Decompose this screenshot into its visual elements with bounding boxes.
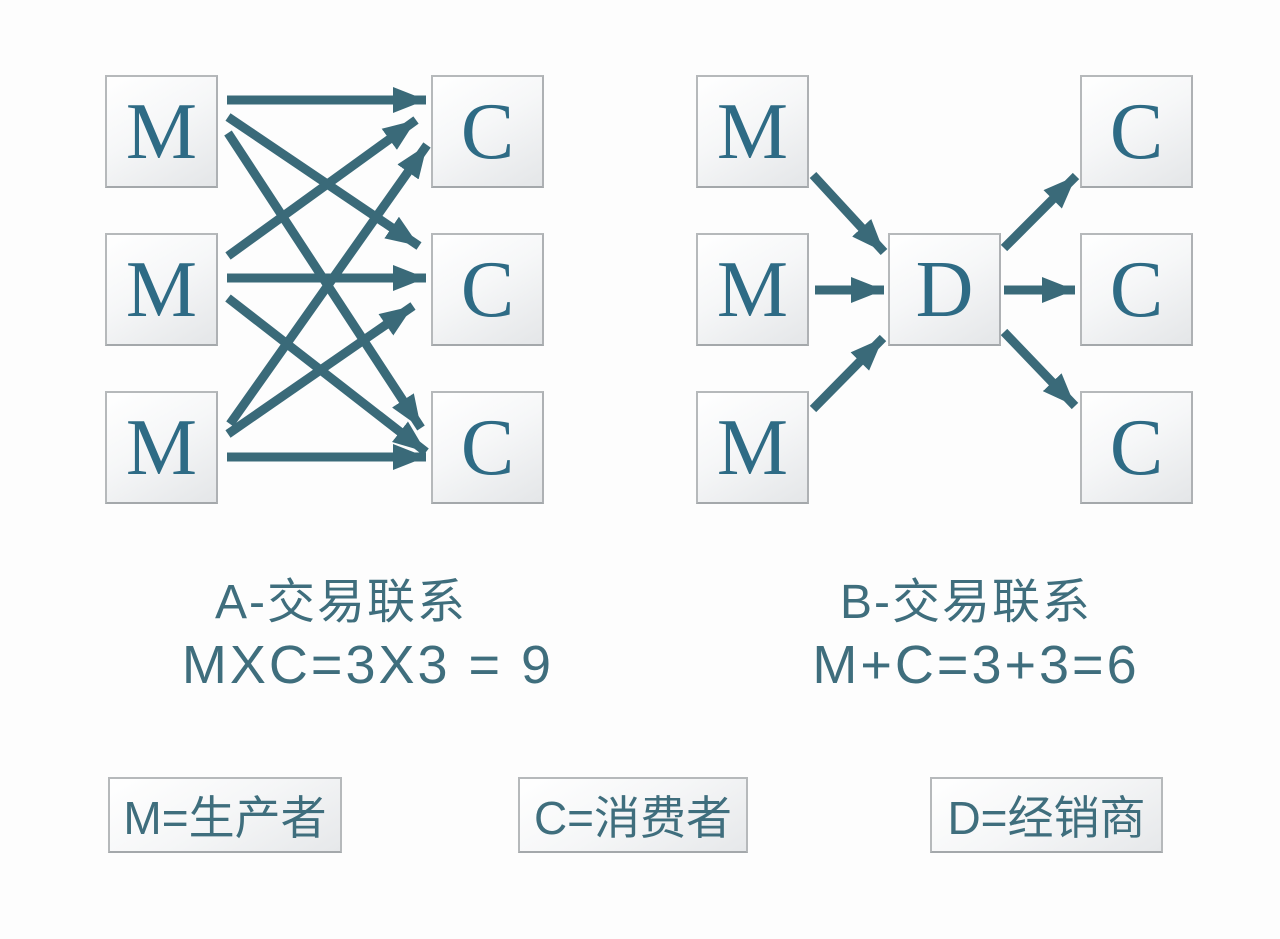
diagram-a-caption-title: A-交易联系 — [214, 576, 468, 629]
node-letter: M — [125, 87, 198, 176]
legend-distributor-label: D=经销商 — [947, 792, 1146, 844]
node-letter: C — [1109, 87, 1164, 176]
node-letter: C — [460, 403, 515, 492]
node-letter: M — [125, 245, 198, 334]
arrow-b-d-c1 — [1000, 172, 1080, 252]
node-letter: C — [1109, 245, 1164, 334]
arrow-b-m1-d — [809, 171, 888, 256]
diagram-a-consumer-box-1: C — [431, 75, 544, 188]
legend-consumer-box: C=消费者 — [518, 777, 748, 853]
node-letter: M — [125, 403, 198, 492]
node-letter: M — [716, 403, 789, 492]
node-letter: M — [716, 87, 789, 176]
diagram-b-consumer-box-3: C — [1080, 391, 1193, 504]
diagram-b-caption-title: B-交易联系 — [839, 576, 1093, 629]
legend-producer-box: M=生产者 — [108, 777, 342, 853]
node-letter: M — [716, 245, 789, 334]
diagram-a-producer-box-1: M — [105, 75, 218, 188]
diagram-a-caption-formula: MXC=3X3 = 9 — [181, 635, 555, 695]
legend-producer-label: M=生产者 — [123, 792, 327, 844]
legend-consumer-label: C=消费者 — [533, 792, 733, 844]
diagram-b-distributor-box: D — [888, 233, 1001, 346]
diagram-b-caption-formula: M+C=3+3=6 — [812, 635, 1140, 695]
diagram-b-consumer-box-2: C — [1080, 233, 1193, 346]
diagram-b-producer-box-2: M — [696, 233, 809, 346]
diagram-b-producer-box-1: M — [696, 75, 809, 188]
arrow-b-m3-d — [809, 334, 887, 413]
node-letter: C — [1109, 403, 1164, 492]
diagram-b-consumer-box-1: C — [1080, 75, 1193, 188]
diagram-a-producer-box-3: M — [105, 391, 218, 504]
arrow-b-d-c3 — [1000, 328, 1079, 410]
arrow-a-m3-c2 — [225, 302, 416, 438]
legend-distributor-box: D=经销商 — [930, 777, 1163, 853]
arrow-a-m2-c1 — [225, 116, 419, 260]
node-letter: C — [460, 245, 515, 334]
diagram-a-producer-box-2: M — [105, 233, 218, 346]
diagram-b-producer-box-3: M — [696, 391, 809, 504]
diagram-a-consumer-box-3: C — [431, 391, 544, 504]
node-letter: C — [460, 87, 515, 176]
arrow-a-m2-c3 — [225, 294, 429, 456]
arrow-a-m3-c1 — [226, 142, 431, 427]
node-letter: D — [915, 245, 974, 334]
diagram-a-consumer-box-2: C — [431, 233, 544, 346]
